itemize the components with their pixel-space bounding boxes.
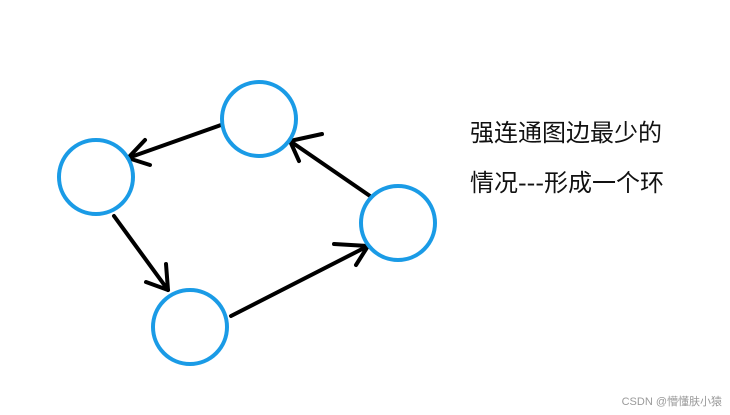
node-right	[359, 184, 437, 262]
edge-left-to-bottom	[112, 214, 170, 292]
edge-bottom-to-right	[229, 242, 370, 318]
edge-right-to-top	[288, 132, 372, 198]
node-top	[220, 80, 298, 158]
arrowhead-right-to-top	[288, 132, 324, 163]
node-bottom	[151, 288, 229, 366]
watermark: CSDN @懵懂肤小猿	[621, 396, 722, 408]
arrowhead-left-to-bottom	[144, 262, 170, 292]
caption-line-1: 强连通图边最少的	[470, 119, 662, 147]
node-left	[57, 138, 135, 216]
nodes	[57, 80, 437, 366]
caption-line-2: 情况---形成一个环	[470, 169, 664, 197]
edge-top-to-left	[126, 123, 223, 167]
